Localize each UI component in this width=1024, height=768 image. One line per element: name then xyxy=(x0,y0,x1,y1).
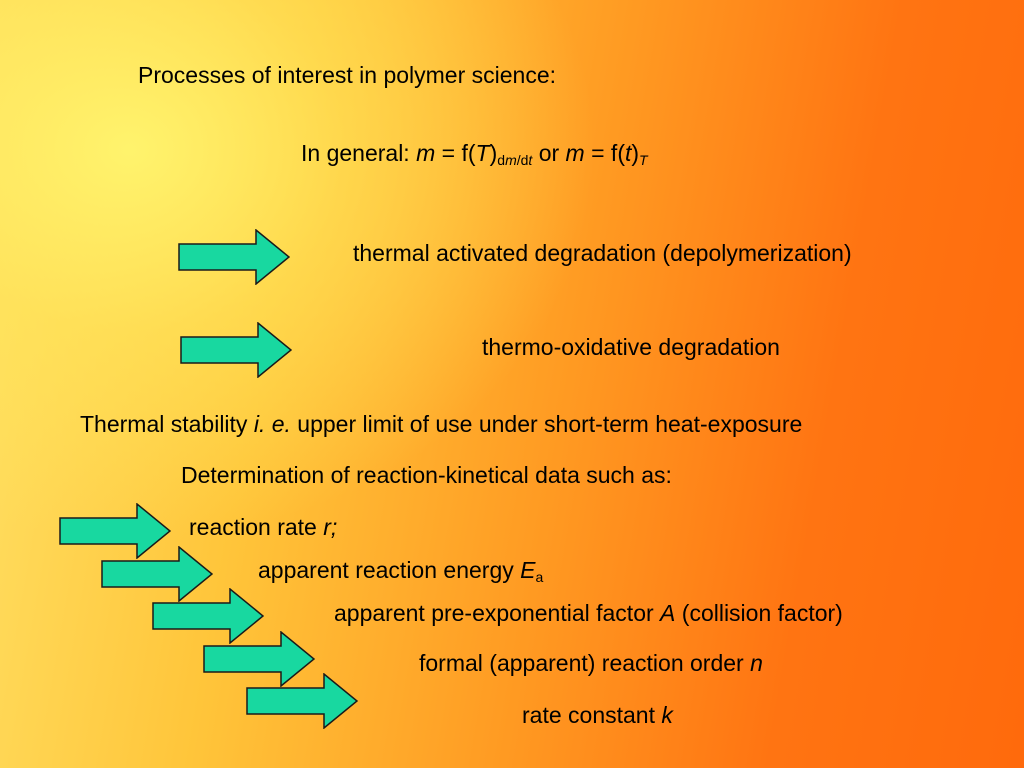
stability-after: upper limit of use under short-term heat… xyxy=(290,411,803,437)
stability-line: Thermal stability i. e. upper limit of u… xyxy=(80,413,802,436)
arrow-right-icon xyxy=(152,588,264,644)
kinetic-item-constant: rate constant k xyxy=(522,704,673,727)
rate-text: reaction rate xyxy=(189,514,324,540)
sub-slash-d: /d xyxy=(516,152,529,168)
rate-suffix: ; xyxy=(330,514,338,540)
var-r: r xyxy=(323,514,331,540)
var-m: m xyxy=(565,140,585,166)
factor-text: apparent pre-exponential factor xyxy=(334,600,661,626)
formula-part: = f( xyxy=(584,140,625,166)
var-n: n xyxy=(750,650,763,676)
formula-part: ) xyxy=(489,140,498,166)
kinetic-item-energy: apparent reaction energy Ea xyxy=(258,557,544,585)
order-text: formal (apparent) reaction order xyxy=(419,650,751,676)
formula-part: ) xyxy=(631,140,640,166)
arrow-right-icon xyxy=(101,546,213,602)
var-t: t xyxy=(624,140,632,166)
var-A: A xyxy=(660,600,676,626)
var-E: E xyxy=(520,557,536,583)
arrow-right-icon xyxy=(246,673,358,729)
process-item-thermal: thermal activated degradation (depolymer… xyxy=(353,240,852,266)
var-k: k xyxy=(661,702,673,728)
general-prefix: In general: xyxy=(301,140,417,166)
subscript-dm-dt: dm/dt xyxy=(497,152,532,168)
var-T: T xyxy=(475,140,490,166)
sub-t: t xyxy=(528,152,533,168)
formula-or: or xyxy=(532,140,566,166)
factor-suffix: (collision factor) xyxy=(675,600,843,626)
sub-T: T xyxy=(639,152,648,168)
arrow-right-icon xyxy=(59,503,171,559)
heading: Processes of interest in polymer science… xyxy=(138,62,557,88)
arrow-right-icon xyxy=(203,631,315,687)
var-m: m xyxy=(416,140,436,166)
arrow-right-icon xyxy=(178,229,290,285)
sub-d: d xyxy=(497,152,506,168)
kinetic-item-order: formal (apparent) reaction order n xyxy=(419,652,763,675)
kinetic-item-rate: reaction rate r; xyxy=(189,516,337,539)
energy-sub: a xyxy=(535,569,544,585)
stability-ie: i. e. xyxy=(253,411,291,437)
formula-part: = f( xyxy=(435,140,476,166)
process-item-oxidative: thermo-oxidative degradation xyxy=(482,334,780,360)
constant-text: rate constant xyxy=(522,702,662,728)
general-formula: In general: m = f(T)dm/dt or m = f(t)T xyxy=(301,140,648,168)
stability-before: Thermal stability xyxy=(80,411,254,437)
energy-text: apparent reaction energy xyxy=(258,557,521,583)
kinetic-item-factor: apparent pre-exponential factor A (colli… xyxy=(334,602,843,625)
sub-m: m xyxy=(505,152,517,168)
determination-line: Determination of reaction-kinetical data… xyxy=(181,462,672,488)
subscript-T: T xyxy=(639,152,648,168)
arrow-right-icon xyxy=(180,322,292,378)
